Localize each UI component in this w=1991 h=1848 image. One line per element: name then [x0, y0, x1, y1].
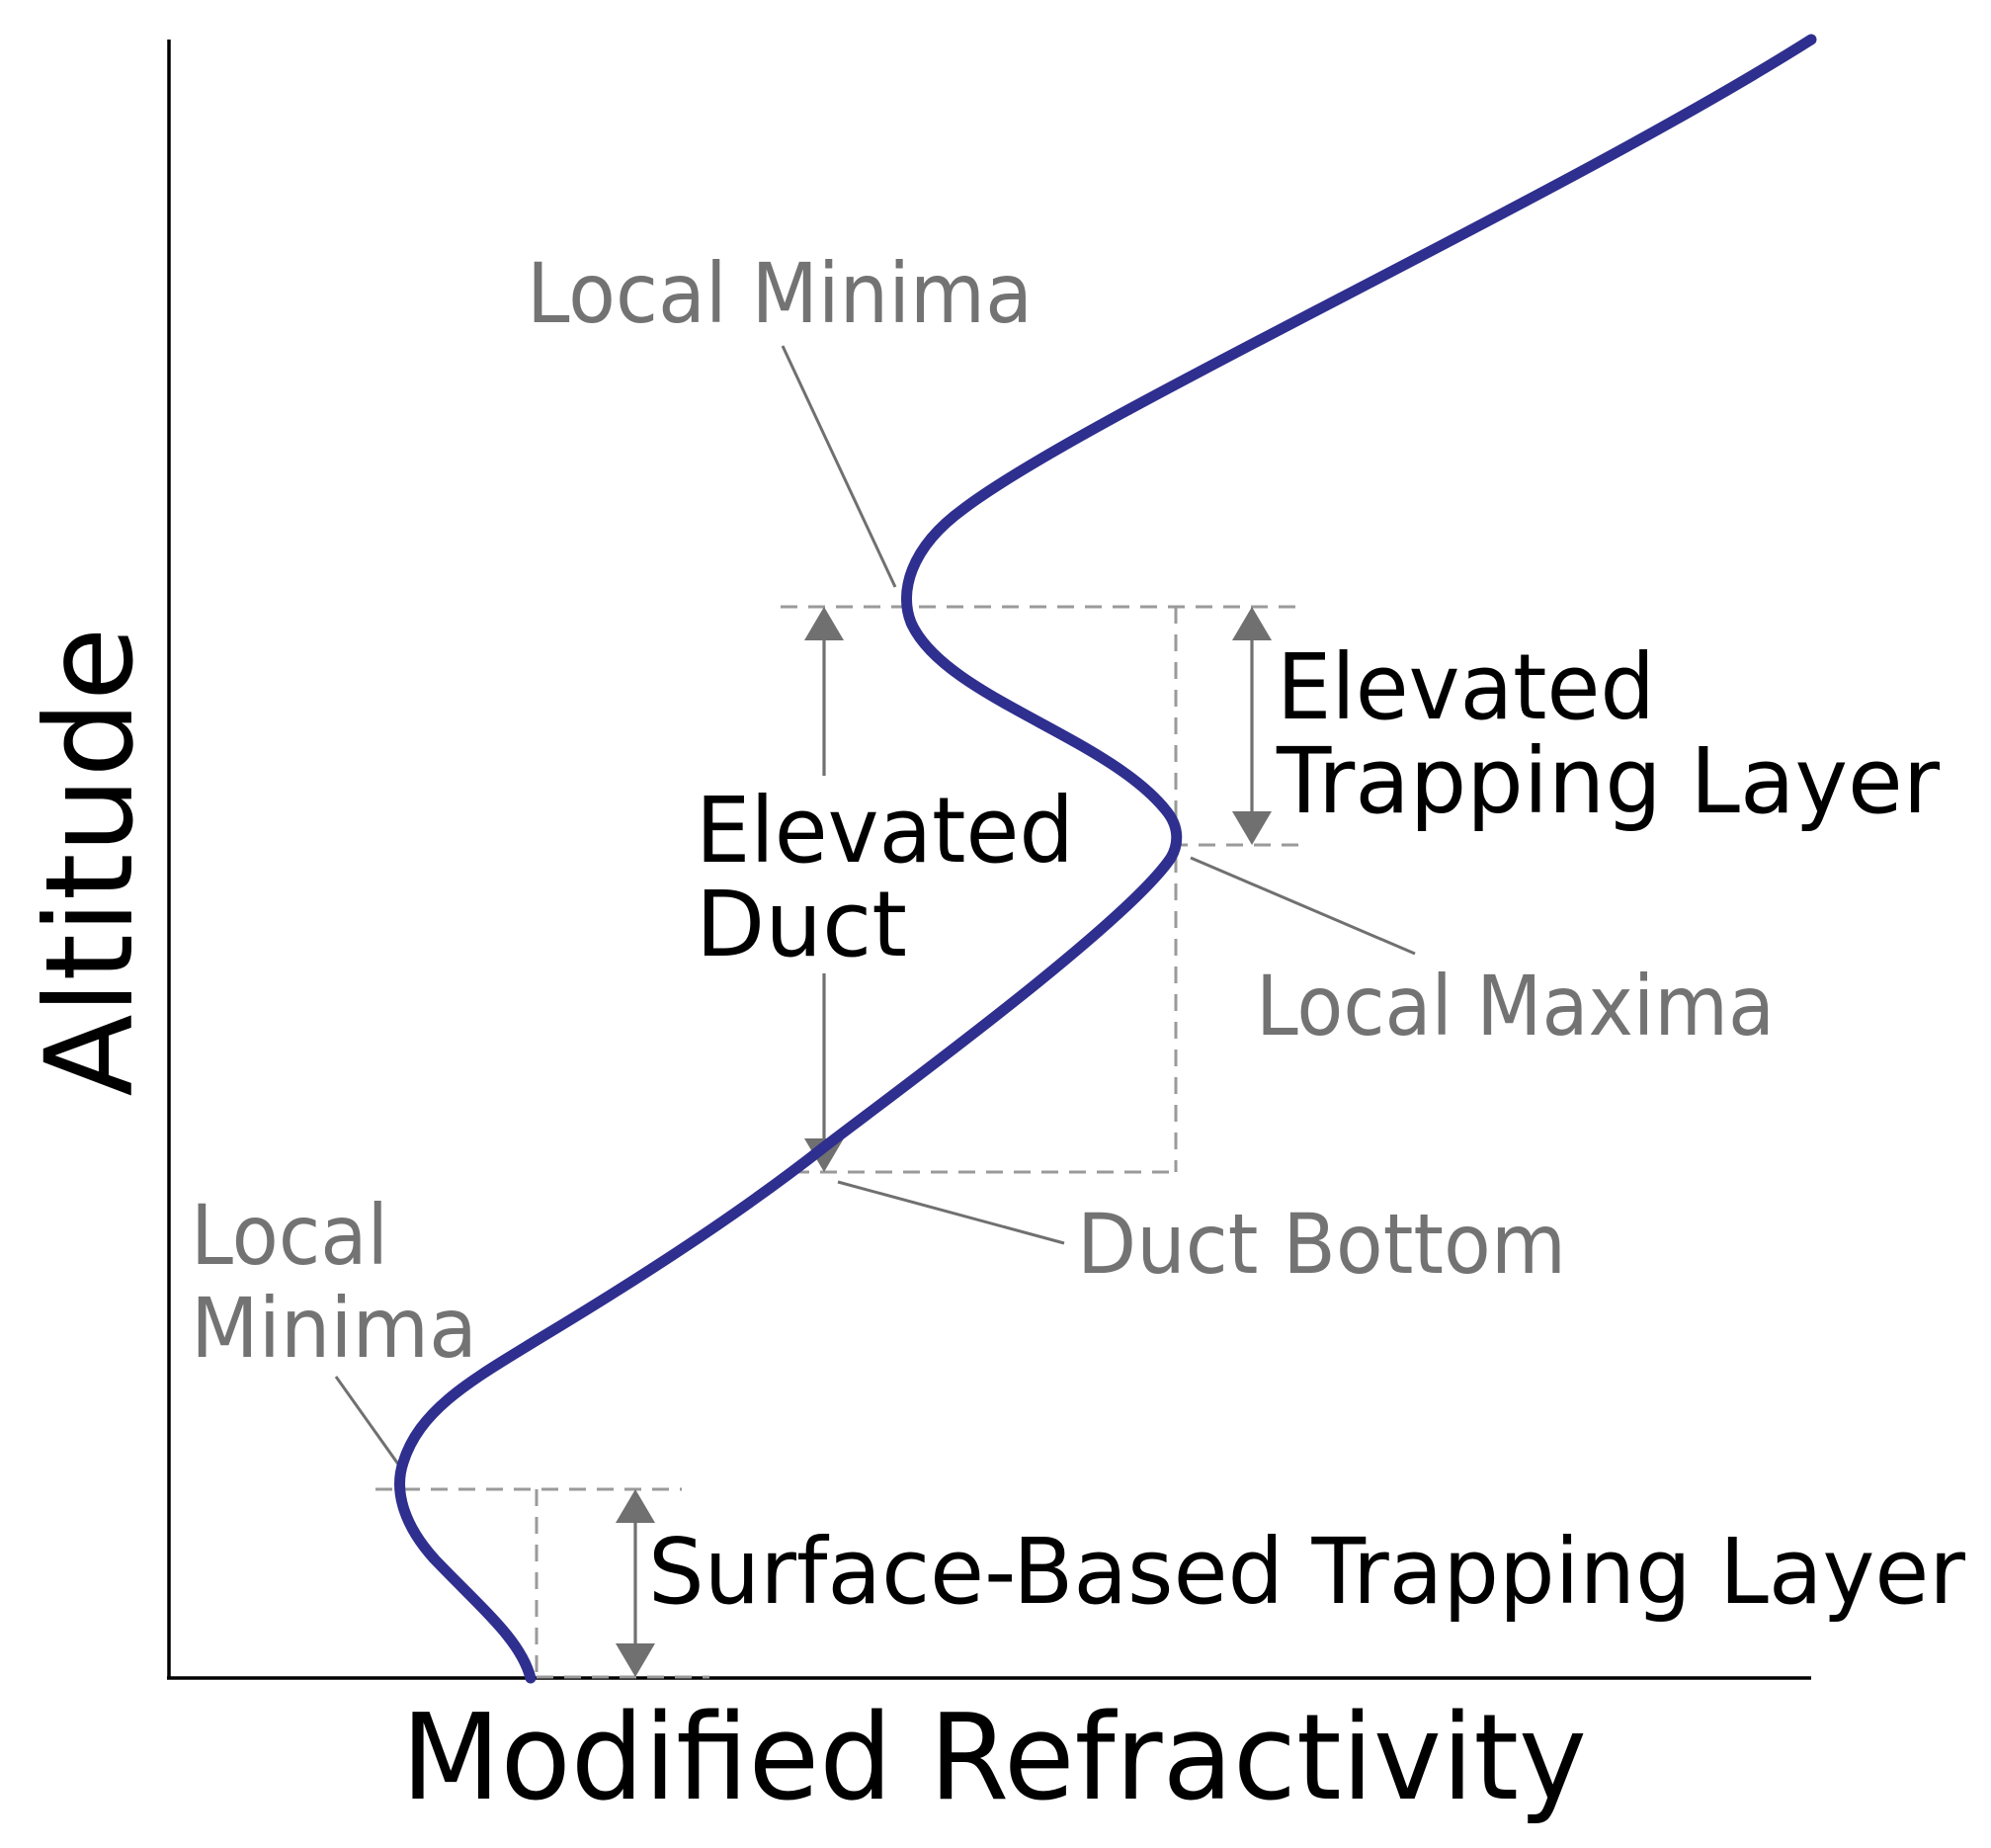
leader-duct-bottom — [837, 1180, 1065, 1245]
elevated-trapping-layer-label-line2: Trapping Layer — [1276, 728, 1940, 834]
leader-local-minima-upper — [781, 345, 897, 588]
y-axis-label: Altitude — [20, 628, 160, 1097]
local-minima-upper-label: Local Minima — [527, 245, 1033, 342]
x-axis-label: Modified Refractivity — [401, 1690, 1587, 1827]
elevated-duct-label-line1: Elevated — [696, 778, 1074, 883]
leader-local-minima-lower — [334, 1376, 406, 1473]
local-minima-lower-label-line1: Local — [191, 1187, 388, 1284]
elevated-duct-arrowhead-up — [804, 607, 844, 640]
surface-based-trapping-layer-label: Surface-Based Trapping Layer — [648, 1519, 1965, 1625]
local-minima-lower-label-line2: Minima — [191, 1280, 477, 1377]
elevated-duct-label-line2: Duct — [696, 872, 907, 977]
duct-bottom-label: Duct Bottom — [1077, 1196, 1566, 1293]
trapping-layer-arrowhead-up — [1232, 607, 1272, 640]
surface-layer-arrowhead-up — [616, 1489, 655, 1523]
refractivity-profile-curve — [394, 34, 1817, 1684]
trapping-layer-arrowhead-down — [1232, 811, 1272, 845]
elevated-duct-arrowhead-down — [804, 1138, 844, 1172]
surface-layer-arrowhead-down — [616, 1643, 655, 1677]
elevated-trapping-layer-label-line1: Elevated — [1277, 634, 1655, 740]
local-maxima-label: Local Maxima — [1256, 958, 1775, 1054]
leader-local-maxima — [1190, 856, 1416, 956]
